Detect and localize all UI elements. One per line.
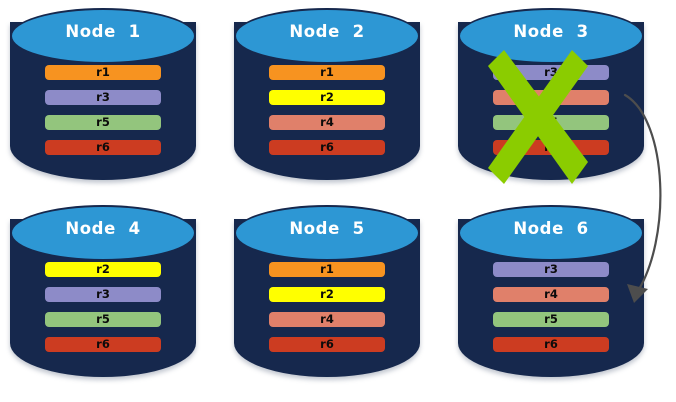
node-top-disc <box>10 205 196 261</box>
node-top-disc <box>234 8 420 64</box>
replica-bar[interactable]: r6 <box>269 337 385 352</box>
replica-label: r4 <box>320 312 334 326</box>
replica-bar[interactable]: r3 <box>493 262 609 277</box>
replica-label: r1 <box>320 65 334 79</box>
replica-label: r3 <box>96 90 110 104</box>
replica-bar[interactable]: r3 <box>493 65 609 80</box>
replica-bar[interactable]: r2 <box>45 262 161 277</box>
node-top-disc <box>458 8 644 64</box>
replica-list: r1 r2 r4 r6 <box>269 65 385 165</box>
replica-bar[interactable]: r6 <box>45 337 161 352</box>
replica-label: r6 <box>320 337 334 351</box>
replica-label: r2 <box>96 262 110 276</box>
replica-bar[interactable]: r1 <box>269 262 385 277</box>
replica-list: r3 r4 r5 r6 <box>493 262 609 362</box>
replica-bar[interactable]: r5 <box>45 115 161 130</box>
replica-label: r4 <box>544 90 558 104</box>
replica-label: r1 <box>96 65 110 79</box>
replica-bar[interactable]: r4 <box>493 287 609 302</box>
replica-bar[interactable]: r2 <box>269 287 385 302</box>
replica-bar[interactable]: r4 <box>493 90 609 105</box>
replica-list: r1 r3 r5 r6 <box>45 65 161 165</box>
replica-label: r6 <box>320 140 334 154</box>
replica-label: r3 <box>544 262 558 276</box>
replica-label: r6 <box>544 140 558 154</box>
replica-bar[interactable]: r3 <box>45 287 161 302</box>
replica-label: r2 <box>320 90 334 104</box>
replica-label: r5 <box>96 312 110 326</box>
replica-bar[interactable]: r4 <box>269 115 385 130</box>
replica-label: r2 <box>320 287 334 301</box>
replica-bar[interactable]: r6 <box>45 140 161 155</box>
replica-label: r3 <box>544 65 558 79</box>
replica-label: r6 <box>96 140 110 154</box>
replica-label: r3 <box>96 287 110 301</box>
replica-list: r3 r4 r5 r6 <box>493 65 609 165</box>
replica-bar[interactable]: r1 <box>269 65 385 80</box>
node-top-disc <box>234 205 420 261</box>
replica-bar[interactable]: r4 <box>269 312 385 327</box>
replica-bar[interactable]: r5 <box>493 312 609 327</box>
replica-label: r5 <box>544 115 558 129</box>
replica-label: r6 <box>544 337 558 351</box>
replica-bar[interactable]: r6 <box>493 337 609 352</box>
replica-bar[interactable]: r6 <box>269 140 385 155</box>
replica-list: r2 r3 r5 r6 <box>45 262 161 362</box>
replica-bar[interactable]: r1 <box>45 65 161 80</box>
node-top-disc <box>10 8 196 64</box>
replica-label: r1 <box>320 262 334 276</box>
replica-label: r5 <box>96 115 110 129</box>
replica-bar[interactable]: r5 <box>45 312 161 327</box>
replica-bar[interactable]: r3 <box>45 90 161 105</box>
replica-list: r1 r2 r4 r6 <box>269 262 385 362</box>
replica-label: r5 <box>544 312 558 326</box>
replica-label: r4 <box>320 115 334 129</box>
replica-bar[interactable]: r5 <box>493 115 609 130</box>
replica-bar[interactable]: r6 <box>493 140 609 155</box>
replica-bar[interactable]: r2 <box>269 90 385 105</box>
node-top-disc <box>458 205 644 261</box>
replica-label: r6 <box>96 337 110 351</box>
replica-label: r4 <box>544 287 558 301</box>
